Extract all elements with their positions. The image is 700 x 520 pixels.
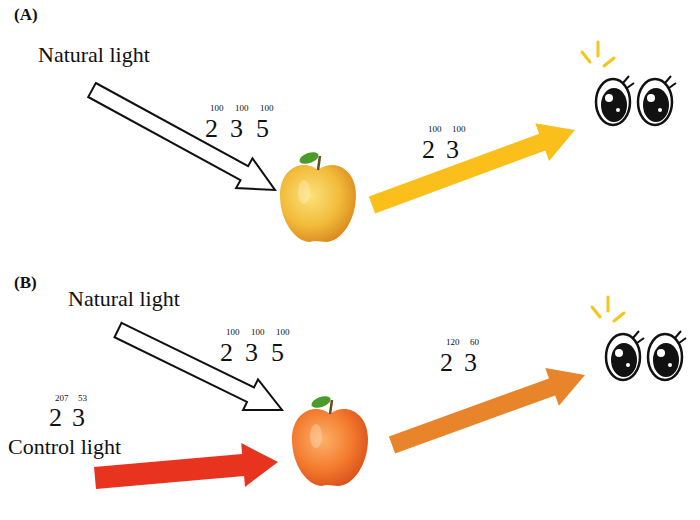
base-number: 3: [245, 338, 258, 367]
base-number: 5: [271, 338, 284, 367]
exponent: 100: [235, 103, 249, 113]
exponent-holder: 100: [276, 328, 290, 337]
eye: [596, 76, 634, 125]
exponent: 100: [226, 327, 240, 337]
sparkle: [582, 42, 614, 66]
light-label-holder: Natural light: [68, 288, 180, 310]
eye: [638, 76, 676, 125]
exponent: 207: [55, 393, 69, 403]
exponent: 100: [260, 103, 274, 113]
base-number-holder: 2: [205, 116, 218, 142]
exponent: 100: [452, 124, 466, 134]
exponent-holder: 100: [428, 125, 442, 134]
exponent: 53: [78, 393, 87, 403]
apple: [292, 394, 368, 486]
panel-label: (B): [14, 273, 37, 292]
exponent-holder: 207: [55, 394, 69, 403]
exponent-holder: 120: [446, 338, 460, 347]
base-number: 3: [446, 135, 459, 164]
base-number: 2: [205, 114, 218, 143]
exponent: 60: [470, 337, 479, 347]
base-number-holder: 3: [464, 350, 477, 376]
exponent-holder: 60: [470, 338, 479, 347]
control-light-arrow: [94, 443, 278, 489]
base-number: 5: [256, 114, 269, 143]
exponent-holder: 53: [78, 394, 87, 403]
base-number-holder: 3: [230, 116, 243, 142]
sparkle: [592, 297, 624, 321]
light-label-holder: Control light: [8, 436, 121, 458]
base-number-holder: 2: [440, 350, 453, 376]
apple: [280, 150, 356, 242]
reflected-light-arrow: [389, 368, 585, 453]
exponent-holder: 100: [251, 328, 265, 337]
exponent-holder: 100: [210, 104, 224, 113]
exponent: 100: [210, 103, 224, 113]
exponent-holder: 100: [235, 104, 249, 113]
exponent-holder: 100: [226, 328, 240, 337]
base-number-holder: 2: [49, 405, 62, 431]
natural-light-arrow: [115, 323, 283, 410]
base-number: 3: [72, 403, 85, 432]
base-number-holder: 5: [256, 116, 269, 142]
exponent: 120: [446, 337, 460, 347]
exponent: 100: [276, 327, 290, 337]
light-label: Natural light: [68, 286, 180, 311]
exponent: 100: [251, 327, 265, 337]
base-number: 2: [220, 338, 233, 367]
panel-label-holder: (A): [14, 6, 38, 23]
eye: [606, 331, 644, 380]
base-number-holder: 3: [245, 340, 258, 366]
base-number-holder: 3: [446, 137, 459, 163]
base-number: 2: [440, 348, 453, 377]
base-number-holder: 2: [422, 137, 435, 163]
light-label: Control light: [8, 434, 121, 459]
reflected-light-arrow: [369, 123, 575, 213]
exponent-holder: 100: [260, 104, 274, 113]
panel-label-holder: (B): [14, 274, 37, 291]
exponent-holder: 100: [452, 125, 466, 134]
light-label: Natural light: [38, 42, 150, 67]
panel-label: (A): [14, 5, 38, 24]
base-number: 2: [422, 135, 435, 164]
base-number: 3: [230, 114, 243, 143]
eye: [648, 331, 686, 380]
base-number-holder: 5: [271, 340, 284, 366]
base-number-holder: 3: [72, 405, 85, 431]
natural-light-arrow: [88, 83, 275, 190]
light-label-holder: Natural light: [38, 44, 150, 66]
base-number-holder: 2: [220, 340, 233, 366]
exponent: 100: [428, 124, 442, 134]
base-number: 2: [49, 403, 62, 432]
base-number: 3: [464, 348, 477, 377]
